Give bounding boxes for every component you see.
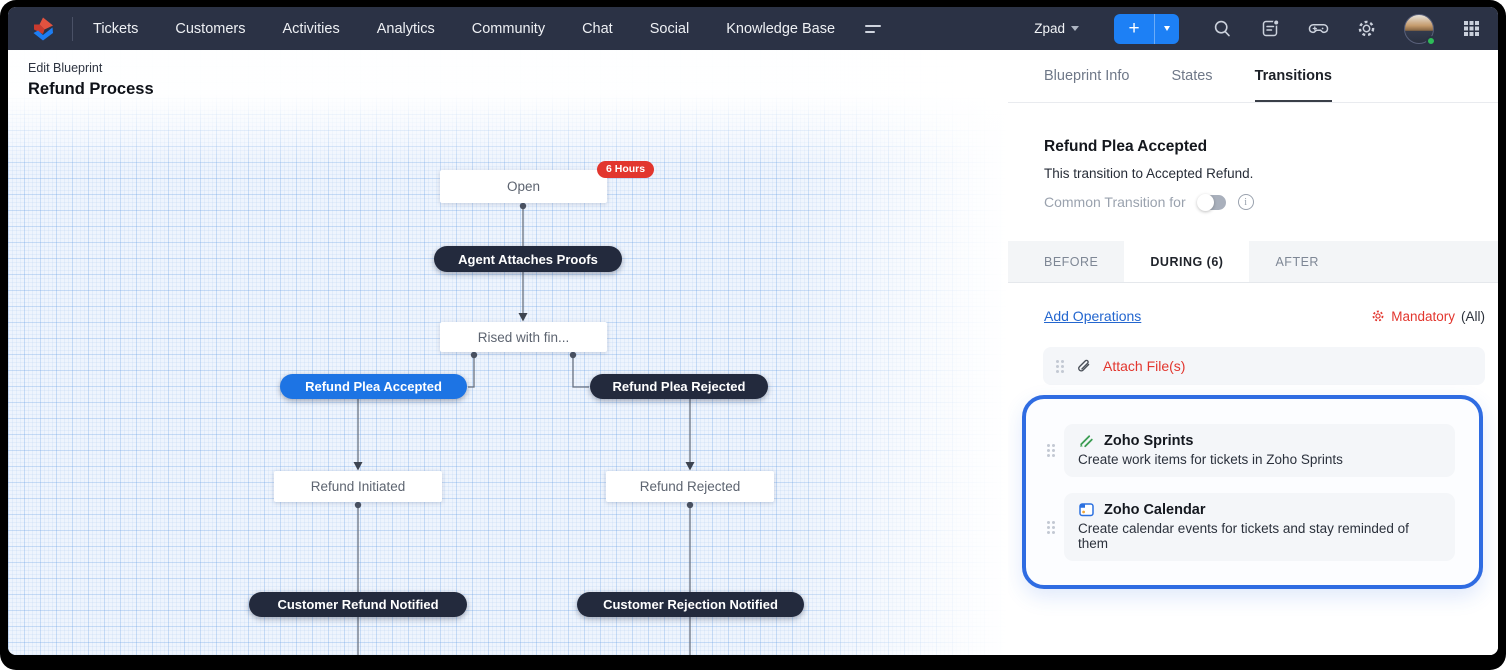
- chevron-down-icon: [1164, 26, 1170, 31]
- suggestion-zoho-sprints[interactable]: Zoho Sprints Create work items for ticke…: [1064, 424, 1455, 477]
- release-notes-icon[interactable]: [1260, 18, 1281, 39]
- state-node-refund-rejected[interactable]: Refund Rejected: [606, 471, 774, 502]
- menu-activities[interactable]: Activities: [282, 20, 340, 37]
- drag-handle-icon[interactable]: [1047, 520, 1055, 534]
- transition-name-heading: Refund Plea Accepted: [1044, 138, 1208, 155]
- suggested-integrations-highlight: Zoho Sprints Create work items for ticke…: [1022, 395, 1483, 589]
- suggestion-zoho-calendar[interactable]: Zoho Calendar Create calendar events for…: [1064, 493, 1455, 561]
- mandatory-control[interactable]: Mandatory (All): [1371, 309, 1485, 324]
- menu-community[interactable]: Community: [471, 20, 546, 37]
- menu-chat[interactable]: Chat: [582, 20, 613, 37]
- tab-transitions[interactable]: Transitions: [1254, 50, 1333, 102]
- settings-gear-icon[interactable]: [1356, 18, 1377, 39]
- zoho-calendar-icon: [1079, 503, 1094, 517]
- search-icon[interactable]: [1212, 18, 1233, 39]
- blueprint-canvas[interactable]: Edit Blueprint Refund Process: [8, 50, 1008, 655]
- operation-attach-files[interactable]: Attach File(s): [1043, 347, 1485, 385]
- app-grid-icon[interactable]: [1461, 18, 1482, 39]
- org-switcher[interactable]: Zpad: [1034, 21, 1079, 36]
- drag-handle-icon[interactable]: [1047, 444, 1055, 457]
- zoho-desk-app: Tickets Customers Activities Analytics C…: [8, 7, 1498, 655]
- suggestion-title: Zoho Calendar: [1104, 501, 1206, 518]
- topbar-right-cluster: Zpad +: [1034, 13, 1482, 46]
- menu-tickets[interactable]: Tickets: [93, 20, 139, 37]
- tab-states[interactable]: States: [1171, 68, 1213, 84]
- menu-social[interactable]: Social: [649, 20, 690, 37]
- mandatory-label: Mandatory: [1391, 308, 1455, 324]
- panel-tab-bar: Blueprint Info States Transitions: [1008, 50, 1498, 103]
- transition-customer-refund-notified[interactable]: Customer Refund Notified: [249, 592, 467, 617]
- zoho-sprints-icon: [1080, 435, 1093, 448]
- gamescope-icon[interactable]: [1308, 18, 1329, 39]
- online-status-dot: [1426, 35, 1436, 46]
- menu-analytics[interactable]: Analytics: [376, 20, 435, 37]
- quick-add-split-button: +: [1114, 13, 1179, 44]
- stage-tab-before[interactable]: BEFORE: [1044, 254, 1099, 269]
- quick-add-caret-button[interactable]: [1154, 13, 1179, 44]
- transition-details-panel: Blueprint Info States Transitions Refund…: [1008, 50, 1498, 655]
- sla-badge[interactable]: 6 Hours: [597, 161, 655, 178]
- add-operations-link[interactable]: Add Operations: [1044, 308, 1142, 324]
- transition-refund-plea-rejected[interactable]: Refund Plea Rejected: [590, 374, 768, 399]
- menu-overflow-icon[interactable]: [865, 24, 882, 33]
- state-node-rised-with-fin[interactable]: Rised with fin...: [440, 322, 607, 352]
- quick-add-button[interactable]: +: [1128, 17, 1140, 39]
- workarea: Edit Blueprint Refund Process: [8, 50, 1498, 655]
- menu-knowledge-base[interactable]: Knowledge Base: [726, 20, 836, 37]
- suggestion-desc: Create calendar events for tickets and s…: [1078, 521, 1409, 551]
- transition-agent-attaches-proofs[interactable]: Agent Attaches Proofs: [434, 246, 622, 272]
- suggestion-row: Zoho Calendar Create calendar events for…: [1047, 493, 1455, 561]
- tab-blueprint-info[interactable]: Blueprint Info: [1044, 68, 1130, 84]
- info-icon[interactable]: i: [1237, 194, 1254, 210]
- main-menu: Tickets Customers Activities Analytics C…: [93, 21, 835, 37]
- common-transition-toggle[interactable]: [1196, 193, 1226, 211]
- menu-customers[interactable]: Customers: [175, 20, 246, 37]
- operations-header: Add Operations Mandatory (All): [1044, 308, 1485, 324]
- flow-connectors: [353, 202, 695, 655]
- stage-tab-bar: BEFORE DURING (6) AFTER: [1008, 241, 1498, 283]
- operation-label: Attach File(s): [1103, 358, 1186, 374]
- suggestion-row: Zoho Sprints Create work items for ticke…: [1047, 424, 1455, 477]
- common-transition-label: Common Transition for: [1044, 194, 1186, 210]
- stage-tab-during[interactable]: DURING (6): [1124, 241, 1250, 282]
- transition-refund-plea-accepted-selected[interactable]: Refund Plea Accepted: [280, 374, 467, 399]
- mandatory-scope: (All): [1461, 308, 1485, 324]
- suggestion-title: Zoho Sprints: [1104, 432, 1194, 449]
- suggestion-desc: Create work items for tickets in Zoho Sp…: [1078, 452, 1343, 467]
- org-name: Zpad: [1034, 21, 1065, 36]
- state-node-open[interactable]: Open: [440, 170, 607, 203]
- common-transition-row: Common Transition for i: [1044, 193, 1462, 211]
- transition-customer-rejection-notified[interactable]: Customer Rejection Notified: [577, 592, 804, 617]
- top-navigation-bar: Tickets Customers Activities Analytics C…: [8, 7, 1498, 50]
- user-avatar[interactable]: [1404, 13, 1436, 46]
- state-node-refund-initiated[interactable]: Refund Initiated: [274, 471, 442, 502]
- paperclip-icon: [1078, 359, 1090, 371]
- chevron-down-icon: [1071, 26, 1079, 31]
- mandatory-gear-icon: [1372, 310, 1384, 322]
- drag-handle-icon[interactable]: [1056, 359, 1064, 373]
- zoho-desk-logo-icon[interactable]: [30, 16, 56, 42]
- transition-description: This transition to Accepted Refund.: [1044, 166, 1254, 181]
- stage-tab-after[interactable]: AFTER: [1275, 254, 1319, 269]
- topbar-divider: [72, 16, 73, 41]
